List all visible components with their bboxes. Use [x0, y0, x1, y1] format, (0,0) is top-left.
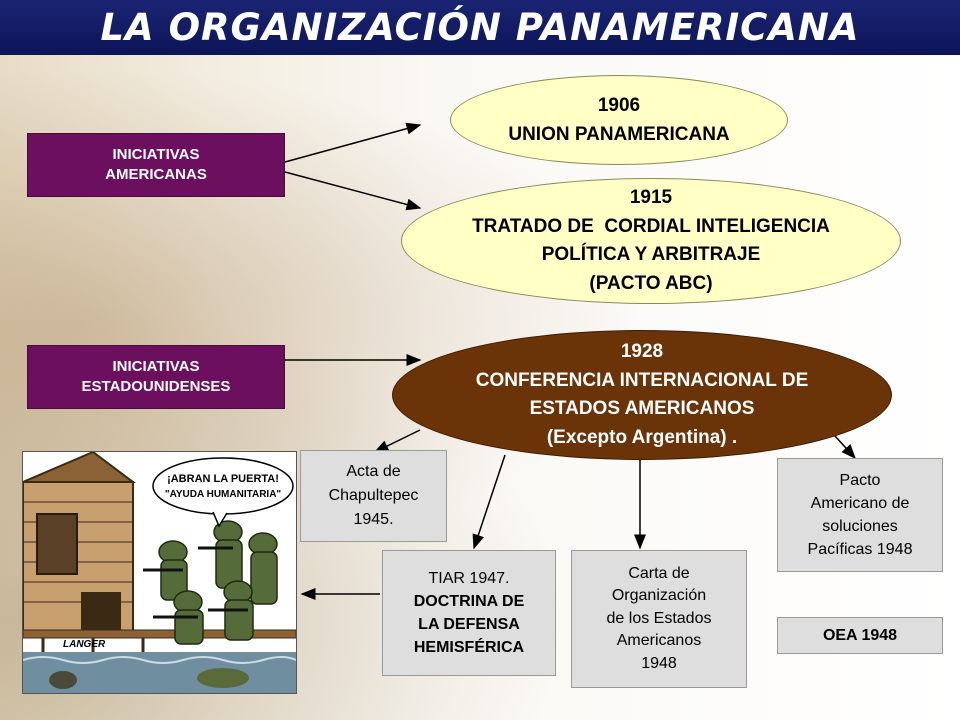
conferencia-internacional-ellipse: 1928 CONFERENCIA INTERNACIONAL DE ESTADO…	[392, 330, 892, 460]
arrow-to-abc	[284, 171, 422, 211]
cartoon-drawing: ¡ABRAN LA PUERTA! "AYUDA HUMANITARIA" LA…	[23, 452, 296, 693]
cartoon-speech-line-2: "AYUDA HUMANITARIA"	[165, 489, 282, 500]
box-line: de los Estados	[606, 609, 712, 627]
arrow-to-tiar	[472, 454, 506, 550]
carta-oea-box: Carta de Organización de los Estados Ame…	[571, 550, 747, 688]
pacto-americano-box: Pacto Americano de soluciones Pacíficas …	[777, 458, 943, 572]
box-line: 1948	[641, 654, 677, 672]
box-line: Pacto	[839, 471, 881, 489]
iniciativas-americanas-box: INICIATIVAS AMERICANAS	[27, 133, 285, 197]
box-line: Carta de	[628, 565, 690, 583]
box-line: Organización	[611, 587, 707, 605]
box-line: 1945.	[353, 511, 394, 528]
box-line: LA DEFENSA	[418, 616, 520, 633]
cartoon-signature: LANGER	[63, 639, 106, 650]
box-line: soluciones	[822, 518, 898, 535]
box-line: Pacíficas 1948	[807, 541, 913, 559]
pacto-abc-ellipse: 1915 TRATADO DE CORDIAL INTELIGENCIA POL…	[401, 178, 901, 304]
page-title: LA ORGANIZACIÓN PANAMERICANA	[100, 6, 860, 49]
box-line: INICIATIVAS	[112, 357, 200, 375]
ellipse-text: (Excepto Argentina) .	[546, 426, 738, 448]
iniciativas-estadounidenses-box: INICIATIVAS ESTADOUNIDENSES	[27, 345, 285, 409]
box-line: DOCTRINA DE	[413, 592, 525, 610]
ellipse-year: 1906	[597, 94, 641, 116]
political-cartoon: ¡ABRAN LA PUERTA! "AYUDA HUMANITARIA" LA…	[22, 451, 297, 694]
box-line: Acta de	[346, 463, 401, 480]
box-line: Americanos	[616, 632, 702, 650]
arrow-to-union	[284, 122, 422, 163]
ellipse-text: ESTADOS AMERICANOS	[529, 398, 755, 419]
ellipse-text: TRATADO DE CORDIAL INTELIGENCIA	[472, 215, 830, 237]
box-line: AMERICANAS	[105, 166, 207, 183]
box-line: ESTADOUNIDENSES	[81, 378, 231, 395]
oea-box: OEA 1948	[777, 617, 943, 654]
box-line: OEA 1948	[822, 626, 898, 644]
tiar-box: TIAR 1947. DOCTRINA DE LA DEFENSA HEMISF…	[382, 550, 556, 676]
box-line: INICIATIVAS	[112, 145, 200, 163]
ellipse-year: 1928	[620, 341, 664, 362]
box-line: HEMISFÉRICA	[413, 639, 525, 657]
union-panamericana-ellipse: 1906 UNION PANAMERICANA	[450, 75, 788, 165]
ellipse-text: CONFERENCIA INTERNACIONAL DE	[475, 369, 809, 391]
arrow-to-chapultepec	[373, 429, 421, 453]
ellipse-year: 1915	[629, 187, 673, 208]
title-bar: LA ORGANIZACIÓN PANAMERICANA	[0, 0, 960, 55]
cartoon-speech-line-1: ¡ABRAN LA PUERTA!	[167, 473, 279, 485]
box-line: TIAR 1947.	[428, 569, 510, 587]
ellipse-text: UNION PANAMERICANA	[508, 124, 730, 145]
ellipse-text: POLÍTICA Y ARBITRAJE	[541, 244, 761, 265]
ellipse-text: (PACTO ABC)	[589, 272, 713, 294]
box-line: Chapultepec	[328, 487, 419, 504]
box-line: Americano de	[810, 494, 910, 512]
acta-chapultepec-box: Acta de Chapultepec 1945.	[300, 450, 447, 542]
